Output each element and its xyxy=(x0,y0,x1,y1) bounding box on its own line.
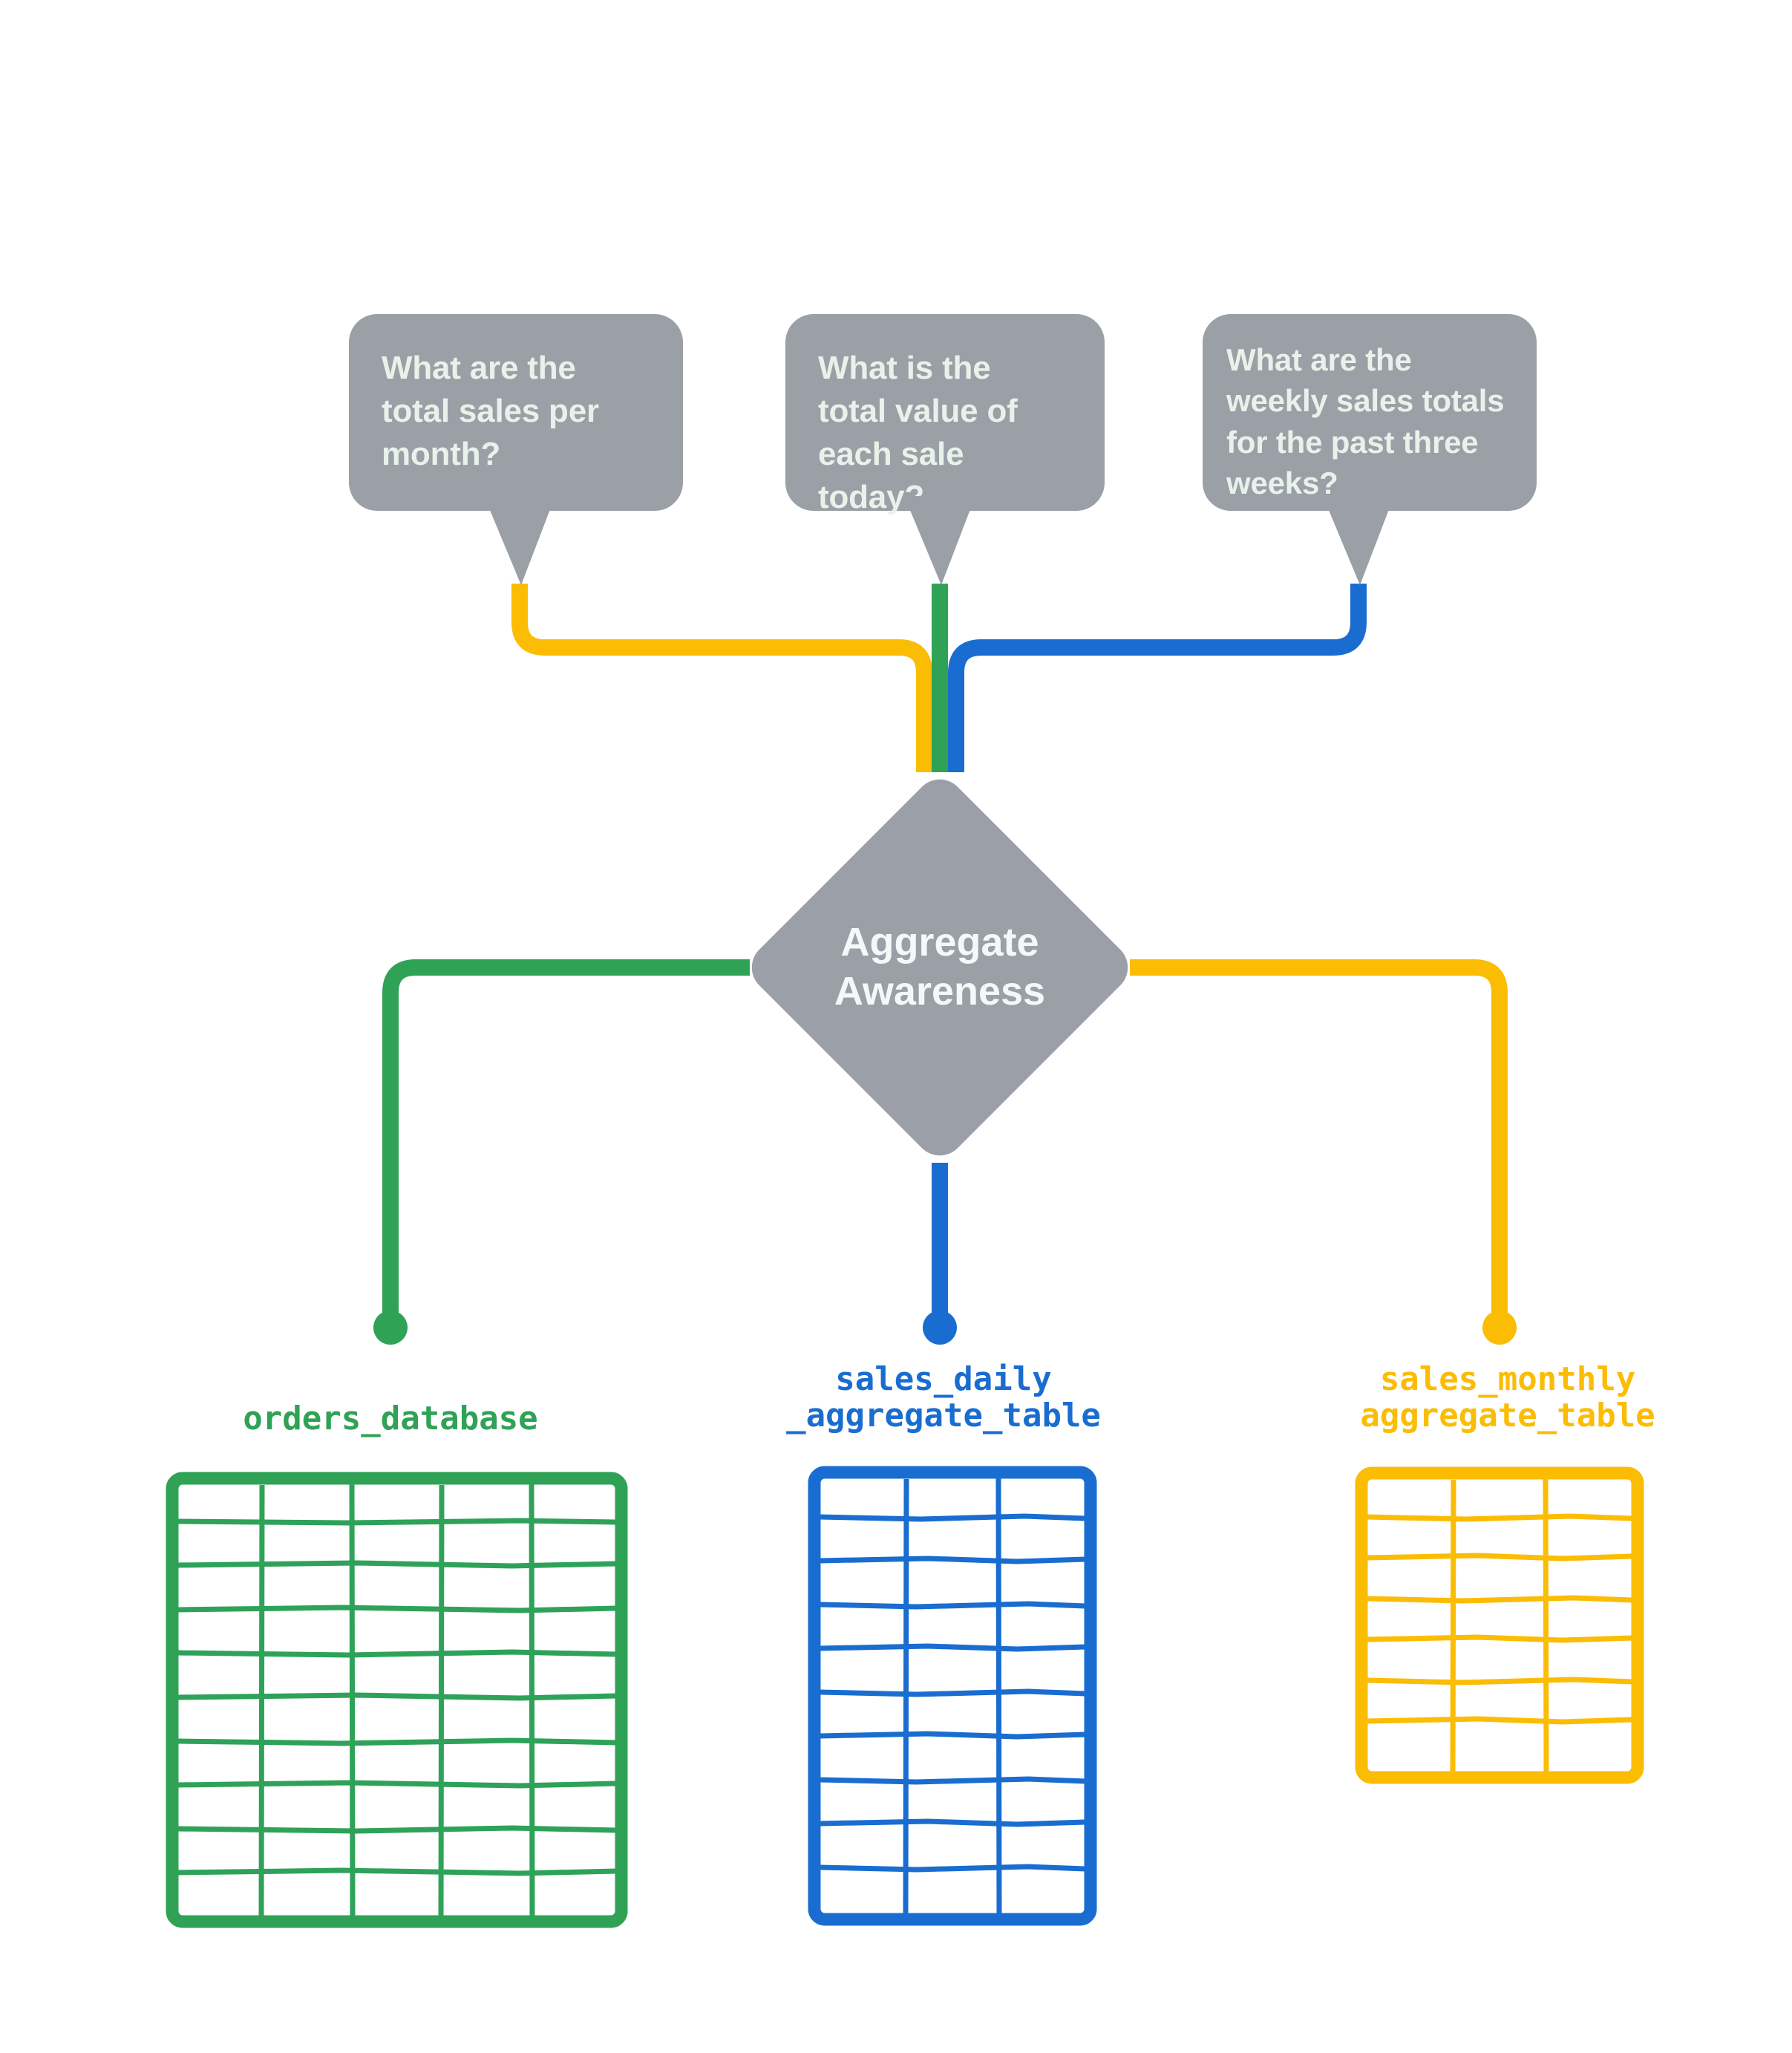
connector-question-monthly xyxy=(511,584,932,772)
endpoint-dot-sales-daily-table xyxy=(923,1311,957,1345)
aggregate-awareness-node[interactable]: Aggregate Awareness xyxy=(741,768,1139,1166)
table-orders-database-border xyxy=(166,1472,628,1928)
connector-sales-monthly-table xyxy=(1130,959,1508,1318)
caption-orders-database: orders_database xyxy=(243,1400,538,1437)
question-bubble-weekly-tail xyxy=(1323,496,1394,585)
question-bubble-monthly-text: What are the total sales per month? xyxy=(382,350,599,473)
question-bubble-weekly[interactable]: What are the weekly sales totals for the… xyxy=(1203,314,1537,511)
aggregate-awareness-label: Aggregate Awareness xyxy=(834,920,1046,1014)
endpoint-dot-sales-monthly-table xyxy=(1482,1311,1517,1345)
caption-sales-monthly-table: sales_monthly aggregate_table xyxy=(1360,1360,1655,1435)
question-bubble-weekly-text: What are the weekly sales totals for the… xyxy=(1226,342,1505,501)
caption-sales-daily-table: sales_daily _aggregate_table xyxy=(786,1360,1101,1435)
question-bubble-monthly-tail xyxy=(484,496,555,585)
table-sales-daily-aggregate[interactable] xyxy=(808,1466,1097,1926)
table-sales-daily-border xyxy=(808,1466,1097,1926)
connector-question-weekly xyxy=(948,584,1367,772)
question-bubble-daily-tail xyxy=(904,496,975,585)
question-bubble-daily-text: What is the total value of each sale tod… xyxy=(818,350,1018,516)
question-bubble-daily[interactable]: What is the total value of each sale tod… xyxy=(785,314,1105,515)
connector-orders-database xyxy=(382,959,750,1318)
table-orders-database[interactable] xyxy=(166,1472,628,1928)
question-bubble-monthly[interactable]: What are the total sales per month? xyxy=(349,314,683,511)
table-sales-monthly-aggregate[interactable] xyxy=(1355,1466,1644,1784)
endpoint-dot-orders-database xyxy=(373,1311,408,1345)
table-sales-monthly-border xyxy=(1355,1466,1644,1784)
